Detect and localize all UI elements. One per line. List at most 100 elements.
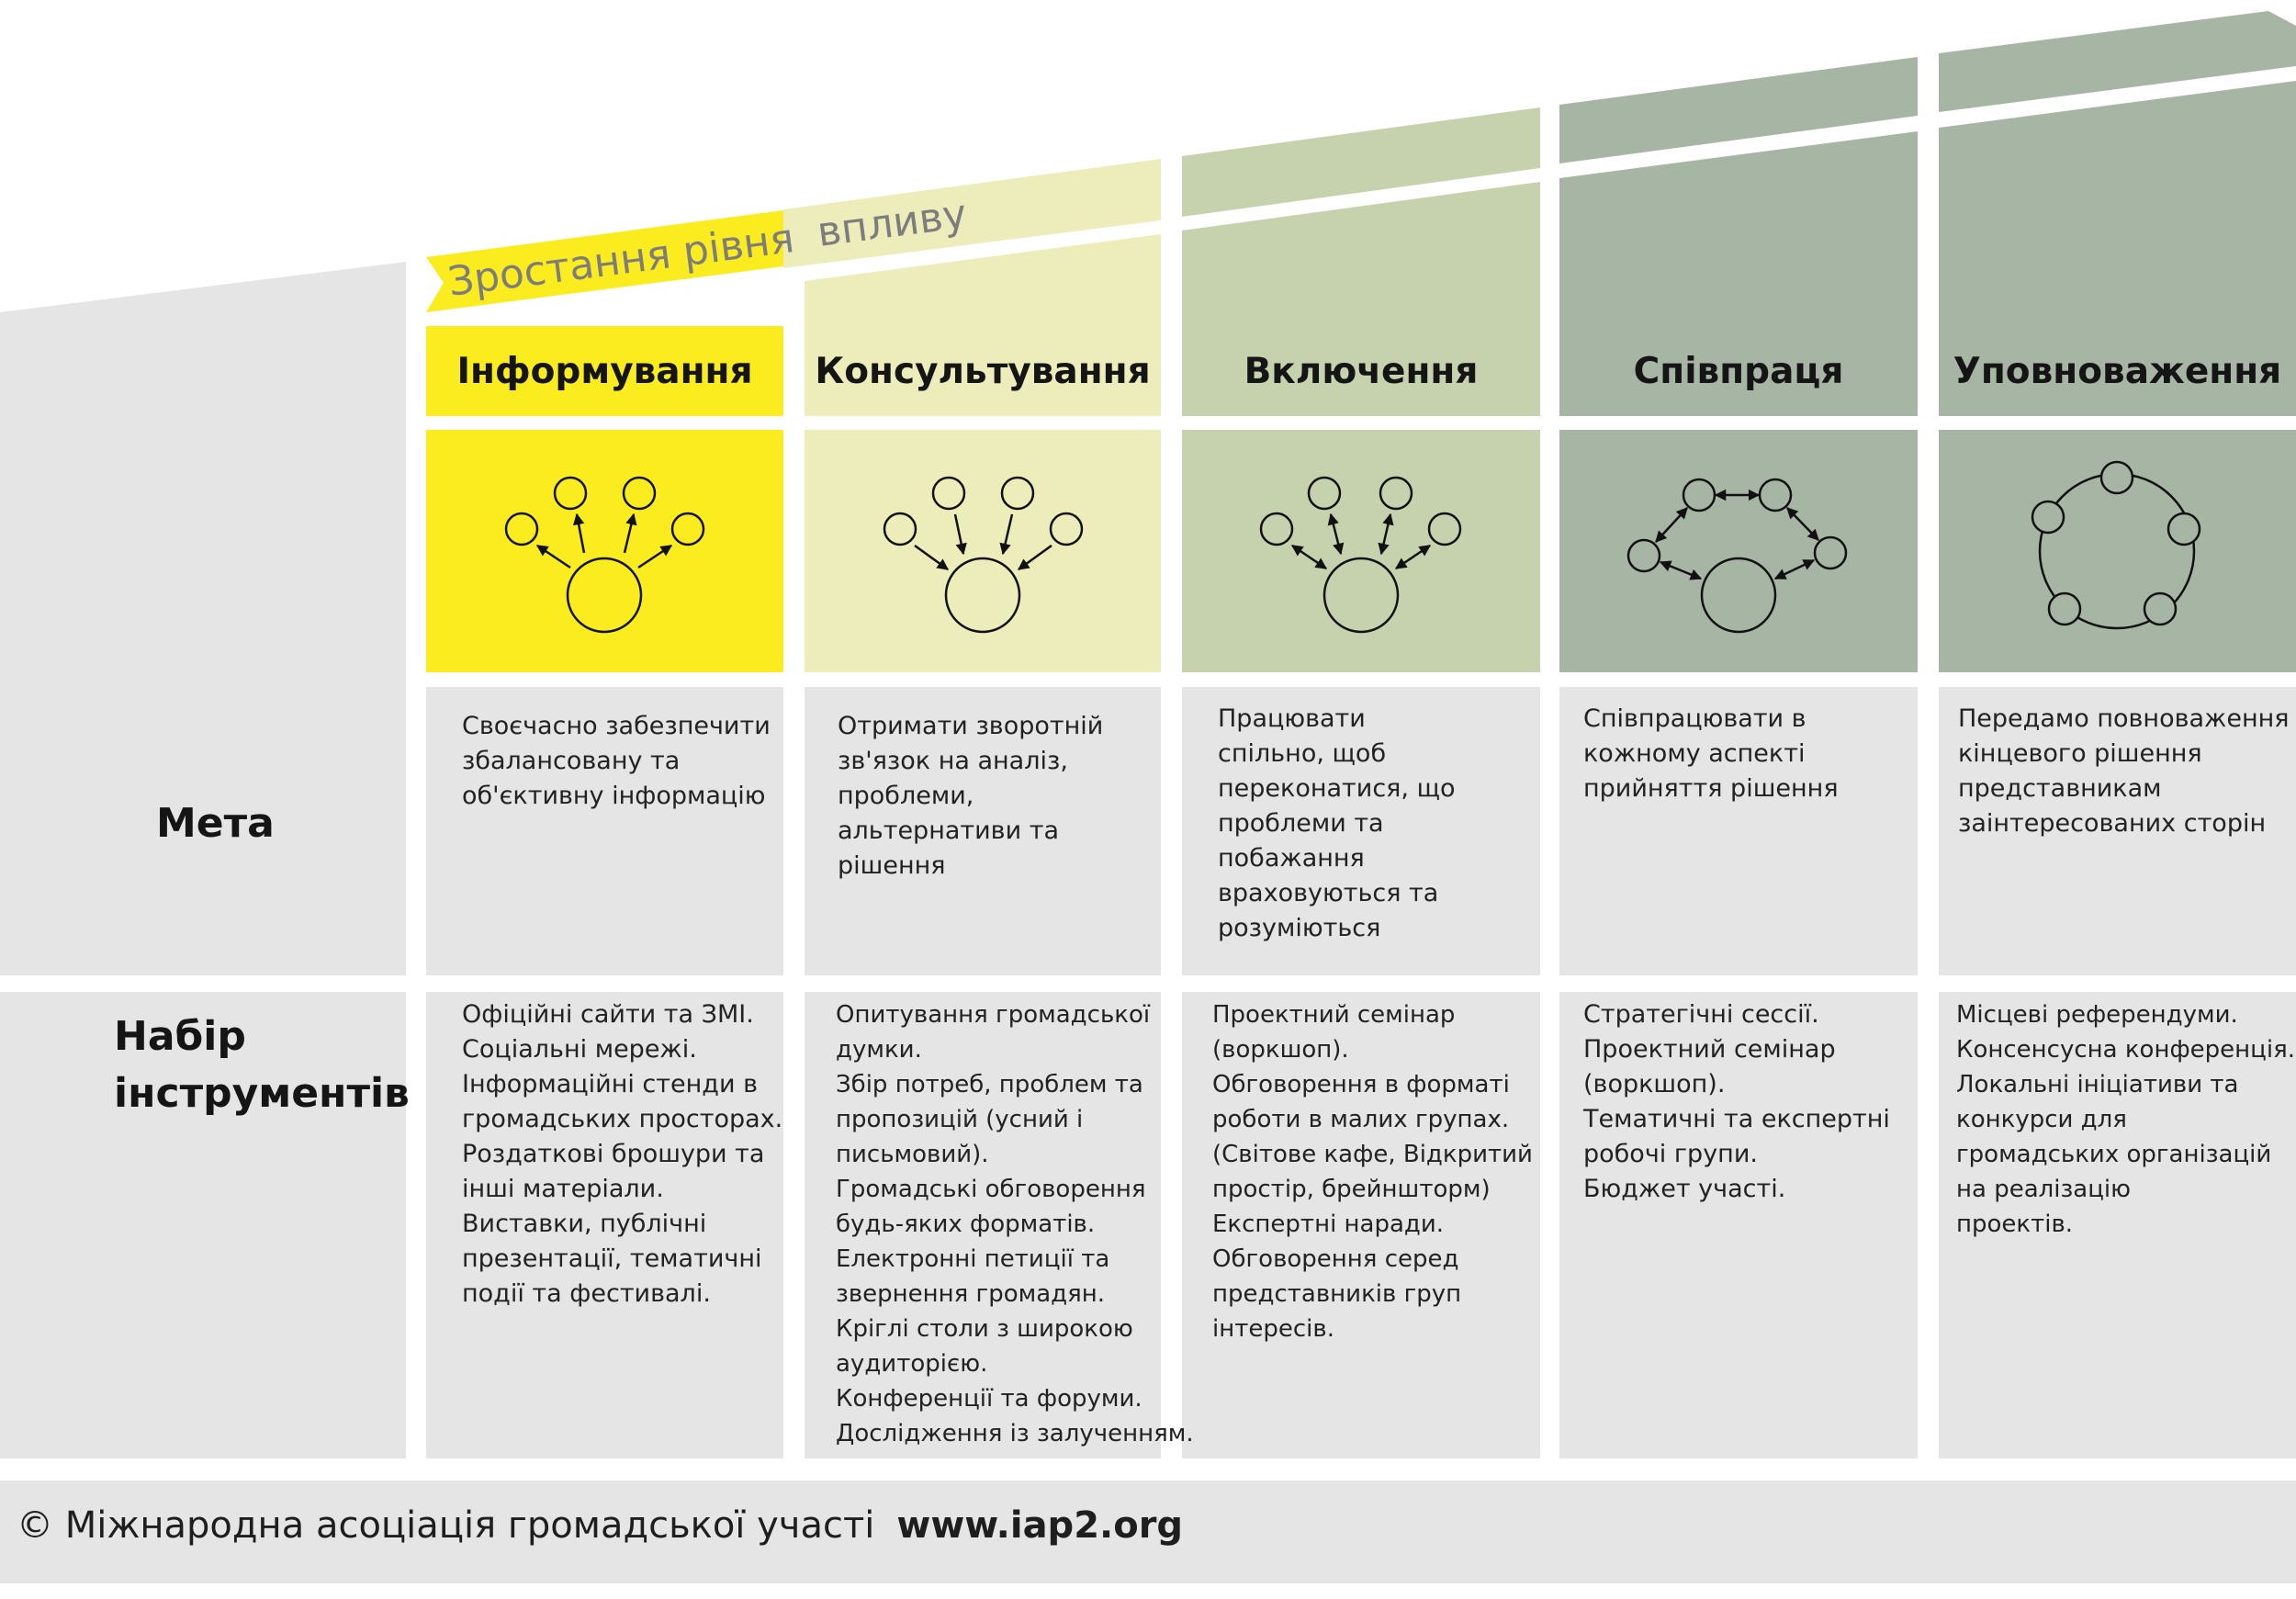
tools-line: Офіційні сайти та ЗМІ. [462, 1000, 754, 1029]
icon-bg-inform [426, 430, 783, 672]
goal-line: кожному аспекті [1583, 739, 1806, 768]
goal-line: Передамо повноваження [1958, 704, 2290, 733]
goal-line: прийняття рішення [1583, 774, 1839, 803]
tools-line: Кріглі столи з широкою [836, 1315, 1133, 1343]
goal-bg-1 [426, 687, 783, 975]
tools-row-label-line-2: інструментів [114, 1070, 410, 1117]
goal-bg-4 [1559, 687, 1918, 975]
icon-bg-collaborate [1559, 430, 1918, 672]
tools-line: Інформаційні стенди в [462, 1070, 758, 1098]
header-bg-empower [1939, 81, 2296, 416]
tools-line: презентації, тематичні [462, 1244, 762, 1273]
rising-ribbon-3 [1182, 107, 1540, 217]
tools-cell-inform: Офіційні сайти та ЗМІ. Соціальні мережі.… [462, 997, 782, 1312]
goal-cell-consult: Отримати зворотній зв'язок на аналіз, пр… [838, 709, 1103, 884]
tools-line: Електронні петиції та [836, 1245, 1110, 1273]
goal-line: рішення [838, 851, 946, 880]
row-separator [0, 975, 2296, 992]
tools-bg-5 [1939, 992, 2296, 1458]
separator [406, 670, 426, 689]
level-title-collaborate: Співпраця [1633, 350, 1844, 392]
tools-row-label-line-1: Набір [114, 1013, 246, 1060]
goal-line: Працювати [1218, 704, 1366, 733]
tools-line: Експертні наради. [1212, 1211, 1445, 1238]
footer: © Міжнародна асоціація громадської участ… [17, 1504, 1183, 1547]
header-bg-inform [426, 326, 783, 416]
tools-line: пропозицій (усний і [836, 1106, 1084, 1133]
tools-line: громадських просторах. [462, 1105, 783, 1133]
tools-line: на реалізацію [1956, 1176, 2132, 1203]
goal-row-label: Мета [156, 800, 275, 847]
header-bg-consult [805, 234, 1161, 416]
tools-cell-empower: Місцеві референдуми. Консенсусна конфере… [1956, 997, 2295, 1242]
inform-diagram-icon [504, 476, 705, 634]
tools-line: звернення громадян. [836, 1280, 1106, 1308]
rising-ribbon-2 [783, 159, 1161, 268]
header-bg-collaborate [1559, 131, 1918, 416]
goal-line: проблеми та [1218, 809, 1384, 838]
tools-cell-involve: Проектний семінар (воркшоп). Обговорення… [1212, 997, 1533, 1346]
tools-line: Виставки, публічні [462, 1210, 707, 1238]
footer-copyright: © Міжнародна асоціація громадської участ… [17, 1504, 875, 1547]
level-title-involve: Включення [1244, 350, 1479, 392]
tools-line: (воркшоп). [1583, 1070, 1726, 1098]
goal-bg-2 [805, 687, 1161, 975]
tools-line: громадських організацій [1956, 1141, 2272, 1168]
tools-line: Громадські обговорення [836, 1176, 1146, 1203]
tools-bg-3 [1182, 992, 1540, 1458]
tools-line: Стратегічні сессії. [1583, 1000, 1819, 1029]
tools-line: проектів. [1956, 1211, 2074, 1238]
tools-line: аудиторією. [836, 1350, 988, 1378]
goal-cell-empower: Передамо повноваження кінцевого рішення … [1958, 702, 2290, 841]
header-bg-involve [1182, 182, 1540, 416]
tools-bg-2 [805, 992, 1161, 1458]
goal-line: Отримати зворотній [838, 712, 1104, 740]
goal-line: представникам [1958, 774, 2162, 803]
tools-line: Тематичні та експертні [1583, 1105, 1890, 1133]
rising-ribbon-arrow [1939, 11, 2296, 112]
collaborate-diagram-icon [1626, 478, 1848, 634]
goal-line: об'єктивну інформацію [462, 782, 766, 810]
tools-line: Роздаткові брошури та [462, 1140, 765, 1168]
goal-cell-collaborate: Співпрацювати в кожному аспекті прийнятт… [1583, 702, 1839, 806]
goal-bg-5 [1939, 687, 2296, 975]
tools-line: події та фестивалі. [462, 1279, 711, 1308]
goal-line: кінцевого рішення [1958, 739, 2202, 768]
tools-line: Місцеві референдуми. [1956, 1001, 2238, 1029]
goal-cell-inform: Своєчасно забезпечити збалансовану та об… [462, 709, 771, 814]
tools-line: представників груп [1212, 1280, 1462, 1308]
tools-line: Консенсусна конференція. [1956, 1036, 2295, 1064]
involve-diagram-icon [1259, 476, 1462, 634]
rising-ribbon-4 [1559, 57, 1918, 163]
goal-line: альтернативи та [838, 816, 1059, 845]
tools-line: Локальні ініціативи та [1956, 1071, 2239, 1098]
goal-line: заінтересованих сторін [1958, 809, 2267, 838]
level-title-empower: Уповноваження [1953, 350, 2282, 392]
footer-url[interactable]: www.iap2.org [896, 1504, 1184, 1547]
goal-line: проблеми, [838, 782, 974, 810]
tools-line: Соціальні мережі. [462, 1035, 697, 1064]
tools-line: інші матеріали. [462, 1175, 664, 1203]
tools-row-label: Набір інструментів [114, 1008, 410, 1122]
level-title-inform: Інформування [456, 350, 753, 392]
empower-diagram-icon [2031, 460, 2201, 630]
tools-cell-collaborate: Стратегічні сессії. Проектний семінар (в… [1583, 997, 1890, 1207]
level-title-consult: Консультування [815, 350, 1151, 392]
label-column-background [0, 262, 406, 1458]
consult-diagram-icon [883, 476, 1084, 634]
goal-line: збалансовану та [462, 747, 681, 775]
tools-bg-1 [426, 992, 783, 1458]
icon-bg-consult [805, 430, 1161, 672]
tools-line: Проектний семінар [1583, 1035, 1836, 1064]
tools-line: (воркшоп). [1212, 1036, 1349, 1064]
goal-line: спільно, щоб [1218, 739, 1387, 768]
tools-line: простір, брейншторм) [1212, 1176, 1491, 1203]
tools-line: будь-яких форматів. [836, 1211, 1096, 1238]
goal-bg-3 [1182, 687, 1540, 975]
tools-line: інтересів. [1212, 1315, 1334, 1343]
goal-line: враховуються та [1218, 879, 1439, 907]
tools-line: Проектний семінар [1212, 1001, 1456, 1029]
tools-line: Обговорення серед [1212, 1245, 1459, 1273]
tools-cell-consult: Опитування громадської думки. Збір потре… [836, 997, 1194, 1451]
